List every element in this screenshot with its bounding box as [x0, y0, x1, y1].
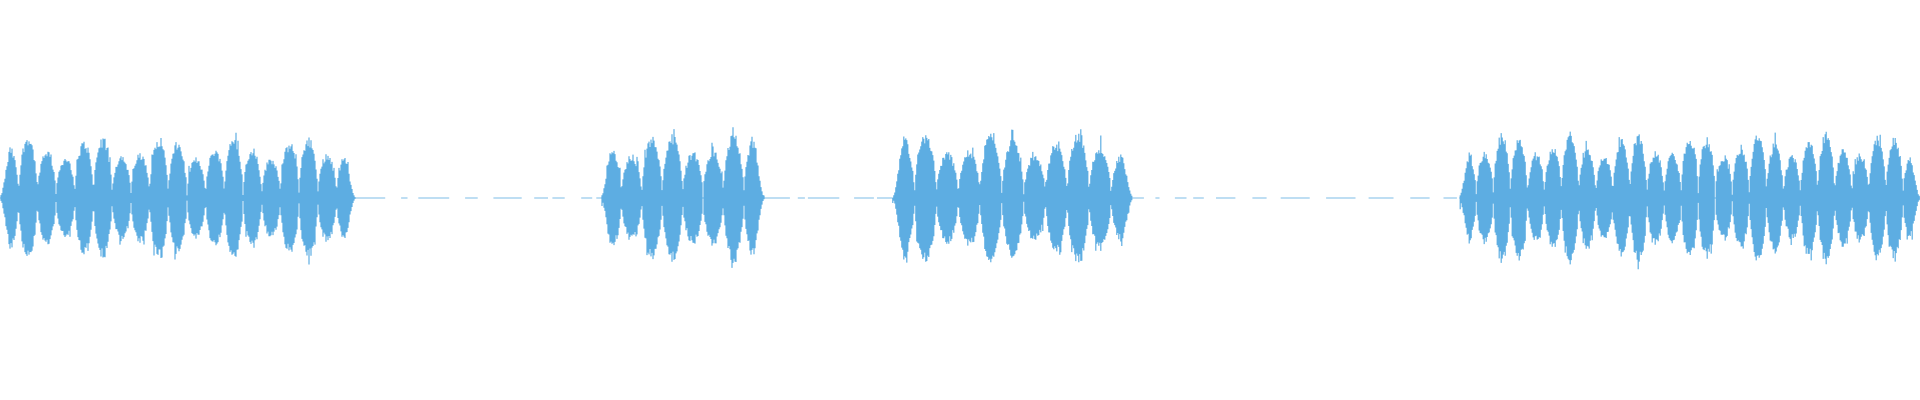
waveform-burst	[0, 132, 356, 265]
waveform-burst-shape	[0, 132, 356, 265]
waveform-burst-shape	[1459, 131, 1920, 270]
waveform-burst	[600, 127, 765, 268]
waveform-layer	[0, 127, 1920, 270]
waveform-burst	[1459, 131, 1920, 270]
waveform-burst-shape	[892, 129, 1133, 263]
waveform-burst	[892, 129, 1133, 263]
